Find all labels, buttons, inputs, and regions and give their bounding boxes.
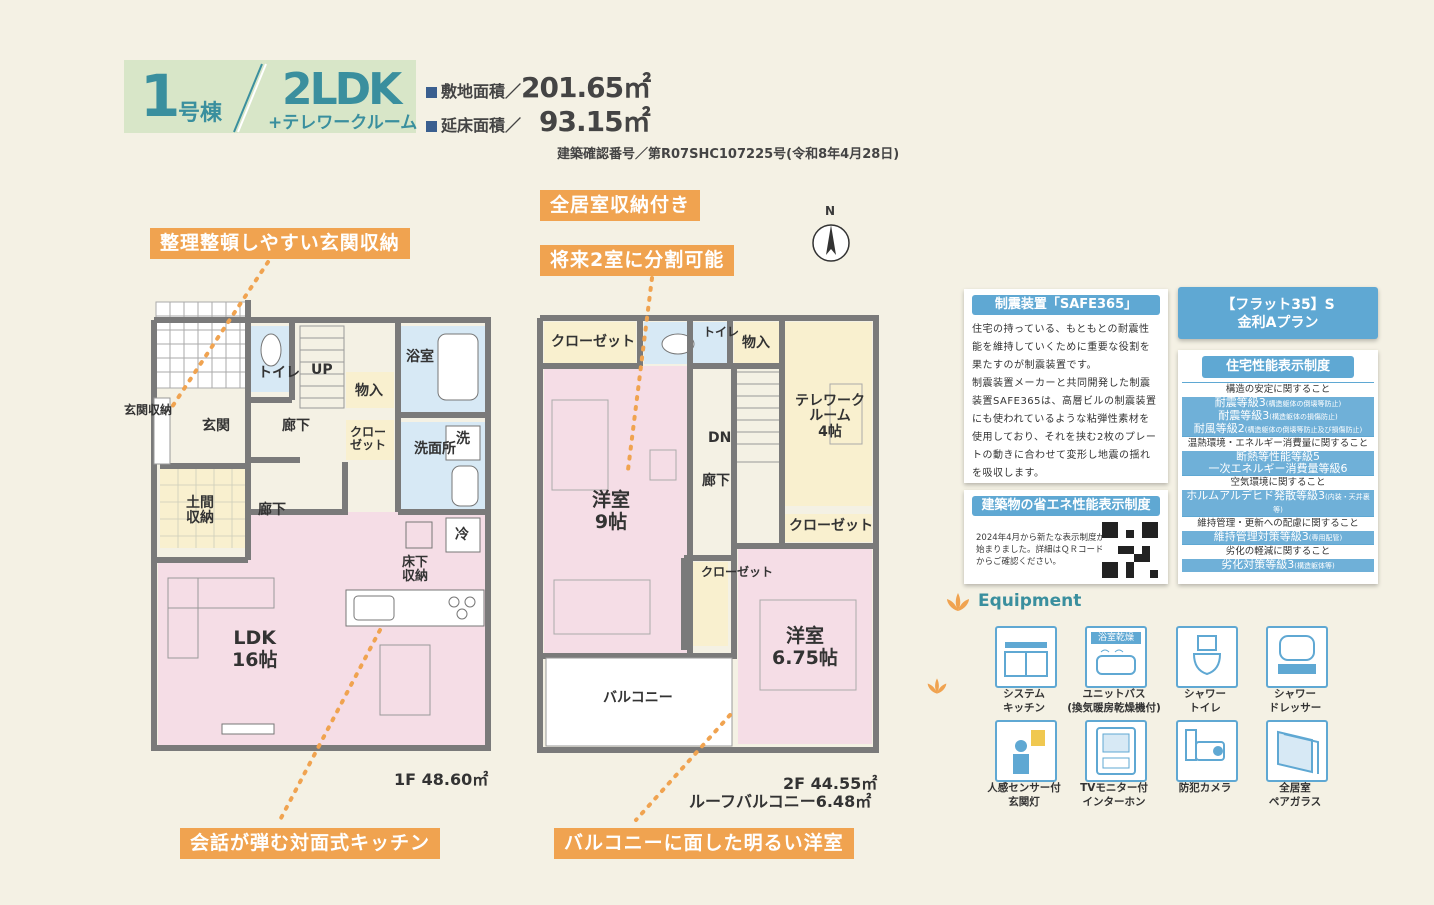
eq-label-sensor-light: 人感センサー付 玄関灯: [987, 782, 1061, 808]
performance-panel: 住宅性能表示制度 構造の安定に関すること 耐震等級3(構造躯体の倒壊等防止) 耐…: [1178, 350, 1378, 584]
site-area-label: 敷地面積／: [441, 82, 522, 101]
entrance-tiles: [155, 301, 249, 389]
bath-icon: 浴室乾燥: [1085, 626, 1147, 688]
f1-hall1: 廊下: [282, 418, 310, 434]
f1-bath: 浴室: [406, 349, 434, 365]
dresser-icon: [1266, 626, 1328, 688]
closet3-floor: [784, 514, 872, 542]
eq-label-pair-glass: 全居室 ペアガラス: [1268, 782, 1322, 808]
f2-storage: 物入: [742, 335, 770, 351]
toilet-icon: [1176, 626, 1238, 688]
f1-storage: 物入: [355, 383, 383, 399]
floor1-walls: [151, 300, 491, 751]
header-divider: [233, 63, 267, 133]
qr-code-icon: [1102, 522, 1158, 578]
stairs: [299, 325, 345, 409]
sensor-light-icon: [995, 720, 1057, 782]
equipment-title: Equipment: [978, 591, 1082, 611]
energy-title: 建築物の省エネ性能表示制度: [972, 496, 1160, 516]
permit-number: 建築確認番号／第R07SHC107225号(令和8年4月28日): [557, 147, 900, 162]
f2-dn: DN: [708, 430, 732, 446]
plan-type: 2LDK: [282, 64, 402, 115]
seismic-panel: 制震装置「SAFE365」 住宅の持っている、もともとの耐震性能を維持していくた…: [964, 289, 1168, 483]
f1-underfloor: 床下 収納: [402, 555, 429, 585]
closet-floor: [346, 420, 394, 460]
performance-title: 住宅性能表示制度: [1202, 356, 1354, 378]
bath-dryer-tag: 浴室乾燥: [1091, 632, 1141, 644]
lotus-icon: [927, 678, 947, 694]
compass-icon: [812, 224, 850, 262]
compass-north: N: [825, 204, 836, 218]
eq-label-intercom: TVモニター付 インターホン: [1080, 782, 1148, 808]
f2-area: 2F 44.55㎡: [783, 774, 878, 793]
callout-balcony-room: バルコニーに面した明るい洋室: [554, 828, 854, 859]
floor2-plan: [537, 315, 879, 753]
intercom-icon: [1085, 720, 1147, 782]
doma-floor: [160, 468, 248, 548]
storage2-floor: [734, 322, 782, 364]
performance-list: 構造の安定に関すること 耐震等級3(構造躯体の倒壊等防止) 耐震等級3(構造躯体…: [1178, 382, 1378, 572]
closet1-floor: [544, 322, 636, 364]
floor-area-label: 延床面積／: [441, 116, 522, 135]
site-area-row: 敷地面積／201.65㎡: [426, 66, 651, 106]
callout-entrance: 整理整頓しやすい玄関収納: [150, 228, 410, 259]
square-bullet-icon: [426, 87, 437, 98]
f1-ldk: LDK 16帖: [232, 627, 278, 671]
floor-area-value: 93.15㎡: [539, 105, 651, 138]
f1-closet: クロー ゼット: [350, 425, 387, 453]
f1-doma: 土間 収納: [186, 495, 214, 527]
f2-roof-balcony: ルーフバルコニー6.48㎡: [689, 792, 872, 811]
square-bullet-icon: [426, 121, 437, 132]
perf-deterioration: 劣化の軽減に関すること 劣化対策等級3(構造躯体等): [1182, 544, 1374, 572]
f2-western2: 洋室 6.75帖: [772, 625, 838, 669]
site-area-value: 201.65㎡: [521, 71, 651, 104]
camera-icon: [1176, 720, 1238, 782]
f2-telework: テレワーク ルーム 4帖: [795, 393, 865, 440]
f1-fridge: 冷: [455, 527, 469, 543]
perf-air: 空気環境に関すること ホルムアルデヒド発散等級3(内装・天井裏等): [1182, 475, 1374, 516]
plan-subtitle: +テレワークルーム: [268, 113, 418, 133]
building-unit: 号棟: [178, 101, 223, 126]
callout-kitchen: 会話が弾む対面式キッチン: [180, 828, 441, 859]
floor2-walls: [537, 315, 879, 753]
energy-text: 2024年4月から新たな表示制度が始まりました。詳細はＱＲコードからご確認くださ…: [976, 533, 1106, 567]
f1-wash: 洗: [456, 431, 470, 447]
eq-label-camera: 防犯カメラ: [1178, 782, 1232, 794]
energy-panel: 建築物の省エネ性能表示制度 2024年4月から新たな表示制度が始まりました。詳細…: [964, 490, 1168, 584]
f1-up: UP: [311, 362, 333, 378]
pair-glass-icon: [1266, 720, 1328, 782]
f2-closet1: クローゼット: [551, 334, 635, 350]
closet2-floor: [688, 562, 728, 646]
f1-toilet: トイレ: [258, 365, 300, 381]
f1-area: 1F 48.60㎡: [394, 770, 489, 789]
f2-closet3: クローゼット: [789, 518, 873, 534]
eq-label-dresser: シャワー ドレッサー: [1268, 688, 1322, 714]
eq-label-kitchen: システム キッチン: [1003, 688, 1045, 714]
callout-divide: 将来2室に分割可能: [540, 245, 735, 276]
f2-western1: 洋室 9帖: [592, 489, 631, 533]
kitchen-icon: [995, 626, 1057, 688]
eq-label-bath: ユニットバス (換気暖房乾燥機付): [1067, 688, 1161, 714]
eq-label-toilet: シャワー トイレ: [1184, 688, 1226, 714]
floor1-plan: [151, 300, 491, 751]
building-number: 1: [140, 62, 180, 130]
floor-area-row: 延床面積／ 93.15㎡: [426, 100, 651, 140]
lotus-icon: [947, 593, 969, 611]
f1-hall2: 廊下: [258, 502, 286, 518]
header-box: [124, 60, 416, 133]
callout-storage: 全居室収納付き: [540, 190, 701, 221]
western1-floor: [544, 366, 690, 654]
f2-balcony: バルコニー: [603, 690, 673, 706]
perf-thermal: 温熱環境・エネルギー消費量に関すること 断熱等性能等級5 一次エネルギー消費量等…: [1182, 436, 1374, 475]
seismic-text: 住宅の持っている、もともとの耐震性能を維持していくために重要な役割を果たすのが制…: [972, 324, 1157, 479]
perf-structure: 構造の安定に関すること 耐震等級3(構造躯体の倒壊等防止) 耐震等級3(構造躯体…: [1182, 382, 1374, 436]
storage-floor: [346, 372, 394, 408]
seismic-title: 制震装置「SAFE365」: [972, 295, 1160, 315]
perf-maintenance: 維持管理・更新への配慮に関すること 維持管理対策等級3(専用配管): [1182, 516, 1374, 544]
f1-entrance: 玄関: [202, 418, 230, 434]
telework-floor: [784, 322, 872, 506]
